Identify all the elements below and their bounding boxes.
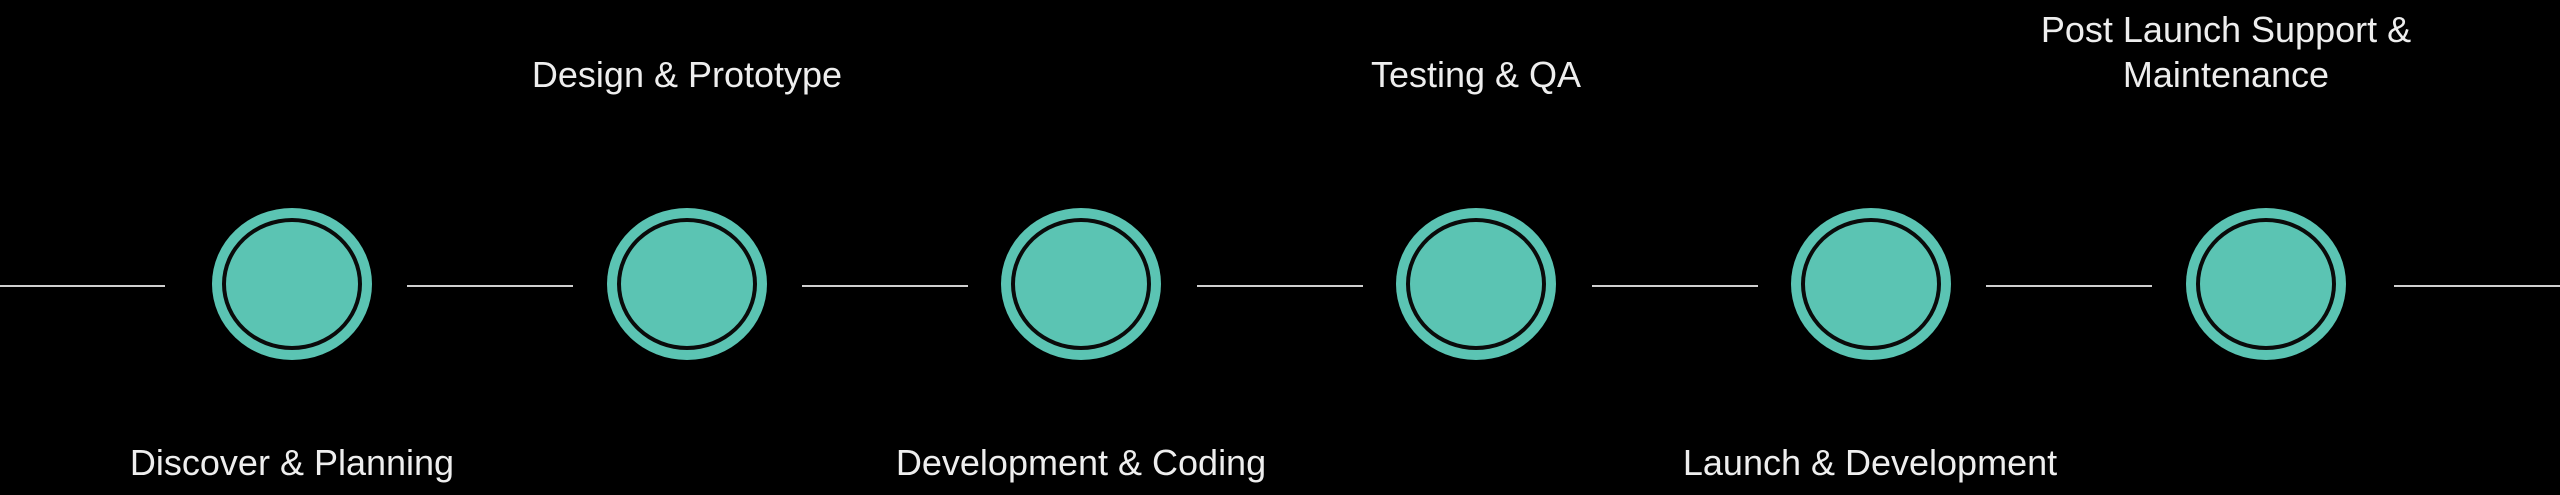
step-node-discover [212,208,372,360]
step-label-launch: Launch & Development [1682,442,2058,483]
step-label-post-launch: Post Launch Support & Maintenance [2041,7,2411,97]
step-label-post-launch-line2: Maintenance [2122,54,2330,95]
step-node-development [1001,208,1161,360]
step-node-post-launch [2186,208,2346,360]
connector-line [0,285,165,287]
step-label-development: Development & Coding [895,442,1267,483]
step-label-discover: Discover & Planning [129,442,455,483]
step-label-post-launch-line1: Post Launch Support & [2040,9,2412,50]
connector-line [2394,285,2560,287]
step-node-launch [1791,208,1951,360]
step-label-testing: Testing & QA [1370,54,1582,95]
connector-line [802,285,968,287]
connector-line [1986,285,2152,287]
step-node-testing [1396,208,1556,360]
connector-line [1592,285,1758,287]
connector-line [407,285,573,287]
step-node-design [607,208,767,360]
step-label-design: Design & Prototype [531,54,843,95]
connector-line [1197,285,1363,287]
